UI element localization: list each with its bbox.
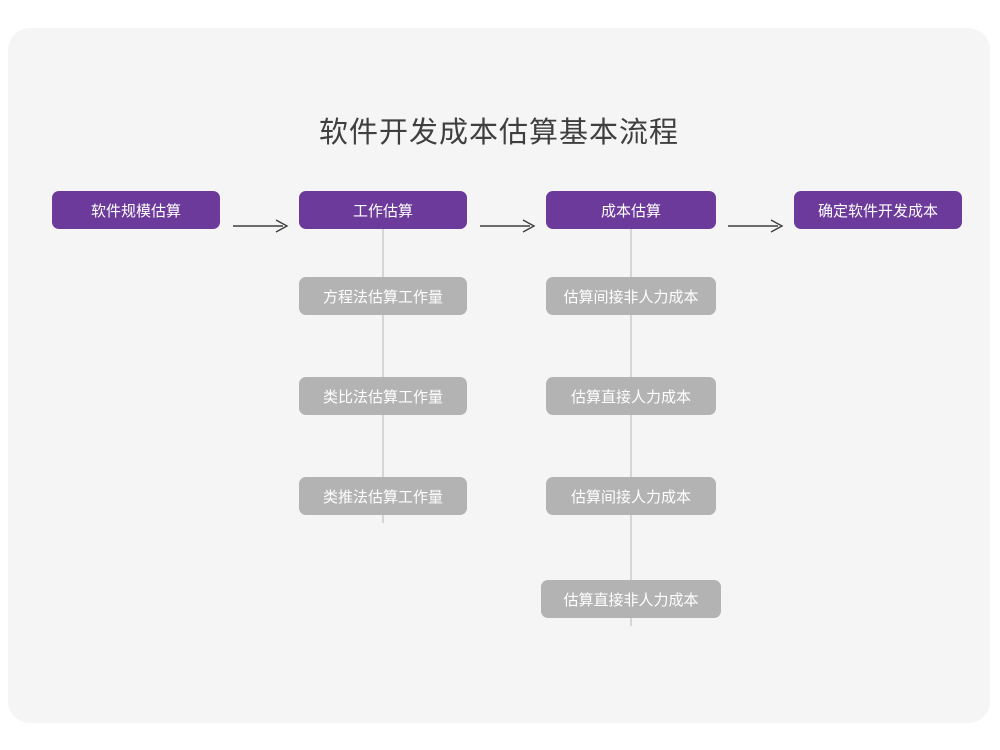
sub-node-3-1[interactable]: 估算间接非人力成本: [546, 277, 716, 315]
connector-line-column-3: [630, 210, 632, 626]
sub-node-3-2[interactable]: 估算直接人力成本: [546, 377, 716, 415]
stage-node-2-label: 工作估算: [352, 202, 413, 220]
sub-node-3-3[interactable]: 估算间接人力成本: [546, 477, 716, 515]
stage-node-3[interactable]: 成本估算: [546, 191, 716, 229]
stage-node-4[interactable]: 确定软件开发成本: [794, 191, 962, 229]
stage-node-2[interactable]: 工作估算: [299, 191, 467, 229]
page-title: 软件开发成本估算基本流程: [318, 117, 679, 150]
stage-node-4-label: 确定软件开发成本: [817, 202, 938, 220]
sub-node-3-1-label: 估算间接非人力成本: [563, 288, 699, 306]
stage-node-1[interactable]: 软件规模估算: [52, 191, 220, 229]
sub-node-3-2-label: 估算直接人力成本: [570, 388, 691, 406]
stage-node-1-label: 软件规模估算: [90, 202, 181, 220]
sub-node-2-2[interactable]: 类比法估算工作量: [299, 377, 467, 415]
sub-node-2-2-label: 类比法估算工作量: [322, 388, 443, 406]
sub-node-2-1-label: 方程法估算工作量: [322, 288, 443, 306]
diagram-canvas: 软件开发成本估算基本流程 软件规模估算 工作估算 成本估算 确定软件开发成本: [8, 28, 990, 723]
stage-node-3-label: 成本估算: [600, 202, 661, 220]
flow-arrow-2-right-arrow-icon: [479, 218, 537, 234]
connector-line-column-2: [382, 210, 384, 523]
sub-node-3-3-label: 估算间接人力成本: [570, 488, 691, 506]
sub-node-3-4-label: 估算直接非人力成本: [563, 591, 699, 609]
sub-node-3-4[interactable]: 估算直接非人力成本: [541, 580, 721, 618]
sub-node-2-1[interactable]: 方程法估算工作量: [299, 277, 467, 315]
flow-arrow-1-right-arrow-icon: [232, 218, 290, 234]
sub-node-2-3[interactable]: 类推法估算工作量: [299, 477, 467, 515]
sub-node-2-3-label: 类推法估算工作量: [322, 488, 443, 506]
flow-arrow-3-right-arrow-icon: [727, 218, 785, 234]
